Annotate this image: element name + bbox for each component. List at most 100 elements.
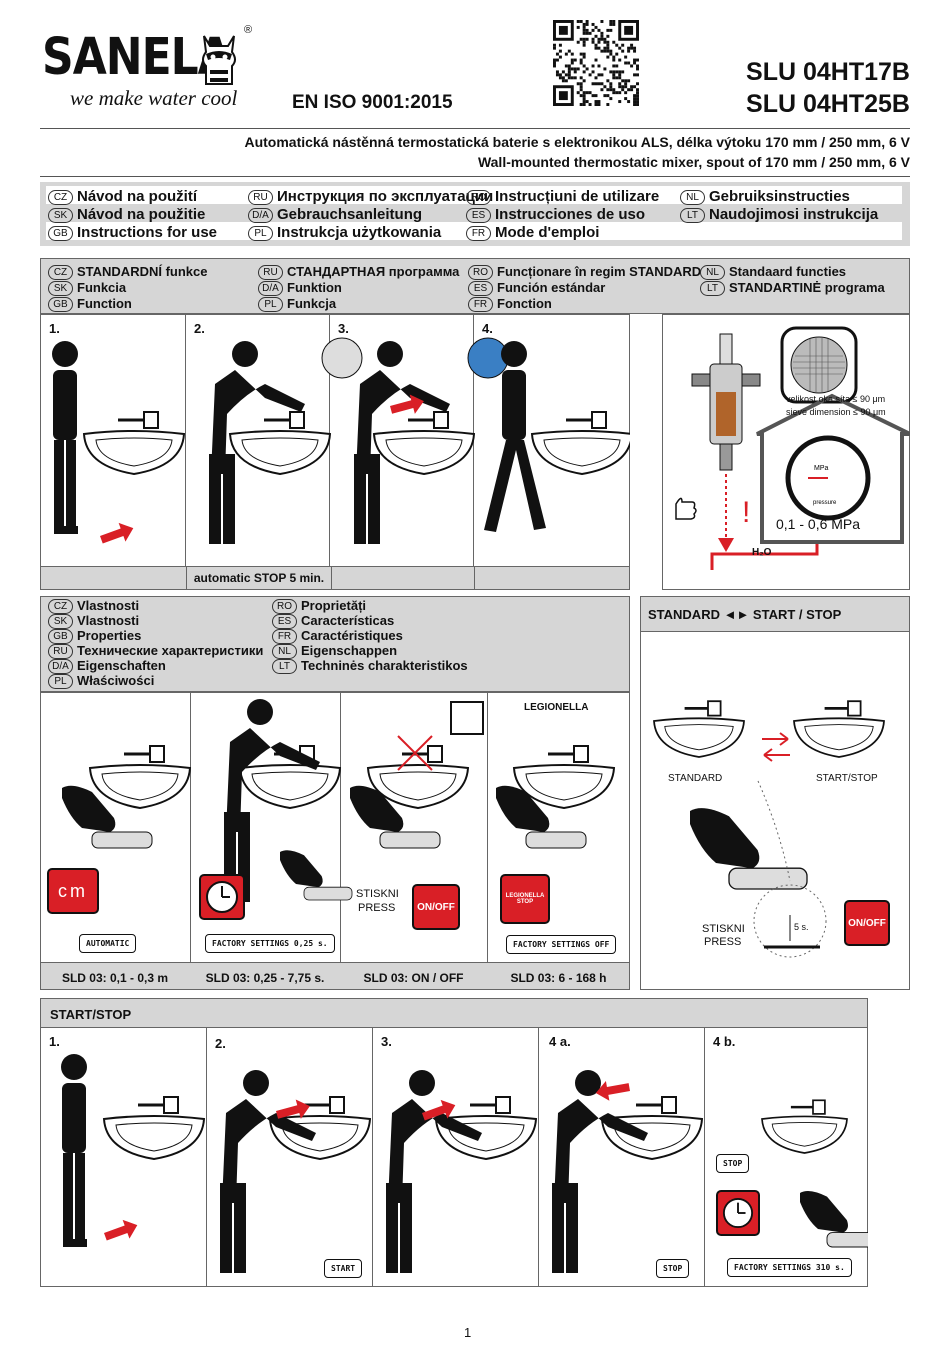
- setting-range: SLD 03: ON / OFF: [363, 971, 464, 985]
- description-divider: [40, 176, 910, 177]
- std-press-en: PRESS: [704, 936, 742, 948]
- step-number: 3.: [381, 1034, 392, 1049]
- language-code: RU: [248, 189, 273, 205]
- function-steps-panel: 1. 2. 3. 4. automatic STOP 5 min.: [40, 314, 630, 590]
- language-label: Gebruiksinstructies: [709, 188, 850, 205]
- startstop-header: [40, 998, 868, 1028]
- setting-range: SLD 03: 0,1 - 0,3 m: [61, 971, 169, 985]
- language-label: Función estándar: [497, 280, 606, 295]
- function-header-item: NL Standaard functies: [700, 264, 847, 281]
- language-code: NL: [272, 644, 297, 660]
- language-code: LT: [700, 281, 725, 297]
- step-number: 4 b.: [713, 1034, 736, 1049]
- page-number: 1: [464, 1325, 472, 1340]
- standard-illustration: [653, 700, 885, 958]
- std-onoff-button: ON/OFF: [844, 900, 890, 946]
- setting-range: SLD 03: 0,25 - 7,75 s.: [205, 971, 325, 985]
- sieve-size-cz: velikost oka síta ≤ 90 μm: [786, 394, 886, 404]
- startstop-title: START/STOP: [50, 1007, 132, 1022]
- properties-illustrations: [62, 699, 616, 902]
- stop-label-2: STOP: [716, 1154, 750, 1173]
- language-code: NL: [680, 189, 705, 205]
- press-en: PRESS: [358, 902, 396, 914]
- svg-text:MPa: MPa: [814, 465, 829, 472]
- language-label: Características: [301, 613, 395, 628]
- description-cz: Automatická nástěnná termostatická bater…: [244, 134, 910, 150]
- language-label: Gebrauchsanleitung: [277, 206, 423, 223]
- tagline: we make water cool: [70, 86, 238, 110]
- properties-header-item: NL Eigenschappen: [272, 643, 398, 660]
- startstop-panel: 1. 2. 3. 4 a. 4 b.: [40, 1027, 868, 1287]
- step-number: 4 a.: [549, 1034, 571, 1049]
- language-label: Właściwości: [77, 673, 155, 688]
- language-code: D/A: [258, 281, 283, 297]
- std-press-cz: STISKNI: [702, 923, 745, 935]
- language-label: Instrukcja użytkowania: [277, 224, 442, 241]
- language-code: CZ: [48, 265, 73, 281]
- filter-illustration: MPa pressure: [675, 326, 910, 570]
- language-code: PL: [248, 225, 273, 241]
- language-code: CZ: [48, 189, 73, 205]
- step-number: 2.: [215, 1036, 226, 1051]
- cleaning-bucket-icon: [450, 701, 484, 735]
- language-label: Standaard functies: [729, 264, 847, 279]
- model-number-2: SLU 04HT25B: [746, 90, 910, 118]
- brand-logo: SANELA: [42, 28, 232, 87]
- language-code: D/A: [248, 207, 273, 223]
- language-code: GB: [48, 629, 73, 645]
- iso-certification: EN ISO 9001:2015: [292, 92, 453, 113]
- language-code: D/A: [48, 659, 73, 675]
- water-label: H₂O: [752, 547, 772, 558]
- legionella-title: LEGIONELLA: [524, 702, 589, 713]
- auto-stop-note: automatic STOP 5 min.: [186, 567, 332, 589]
- raccoon-mascot-icon: [196, 30, 242, 86]
- step-number: 3.: [338, 321, 349, 336]
- properties-header: [40, 596, 630, 692]
- language-code: RO: [272, 599, 297, 615]
- language-label: Vlastnosti: [77, 598, 140, 613]
- language-label: Funkcia: [77, 280, 127, 295]
- function-illustrations: [52, 337, 630, 544]
- factory-025-label: FACTORY SETTINGS 0,25 s.: [205, 934, 335, 953]
- language-label: Funcționare în regim STANDARD: [497, 264, 702, 279]
- language-code: FR: [466, 225, 491, 241]
- language-code: RO: [466, 189, 491, 205]
- svg-text:pressure: pressure: [813, 500, 837, 506]
- distance-icon: cm: [47, 868, 99, 914]
- language-code: NL: [700, 265, 725, 281]
- step-number: 1.: [49, 321, 60, 336]
- model-number-1: SLU 04HT17B: [746, 58, 910, 86]
- language-label: STANDARTINĖ programa: [729, 280, 885, 295]
- standard-label: STANDARD: [668, 773, 723, 784]
- startstop-illustrations: [61, 1054, 868, 1273]
- language-label: Naudojimosi instrukcija: [709, 206, 879, 223]
- language-label: Eigenschappen: [301, 643, 398, 658]
- language-label: Instrucciones de uso: [495, 206, 646, 223]
- factory-310-label: FACTORY SETTINGS 310 s.: [727, 1258, 852, 1277]
- language-label: Function: [77, 296, 132, 311]
- startstop-label: START/STOP: [816, 773, 878, 784]
- step-number: 1.: [49, 1034, 60, 1049]
- clock-icon: [199, 874, 245, 920]
- language-code: LT: [272, 659, 297, 675]
- language-label: СТАНДАРТНАЯ программа: [287, 264, 460, 279]
- language-code: LT: [680, 207, 705, 223]
